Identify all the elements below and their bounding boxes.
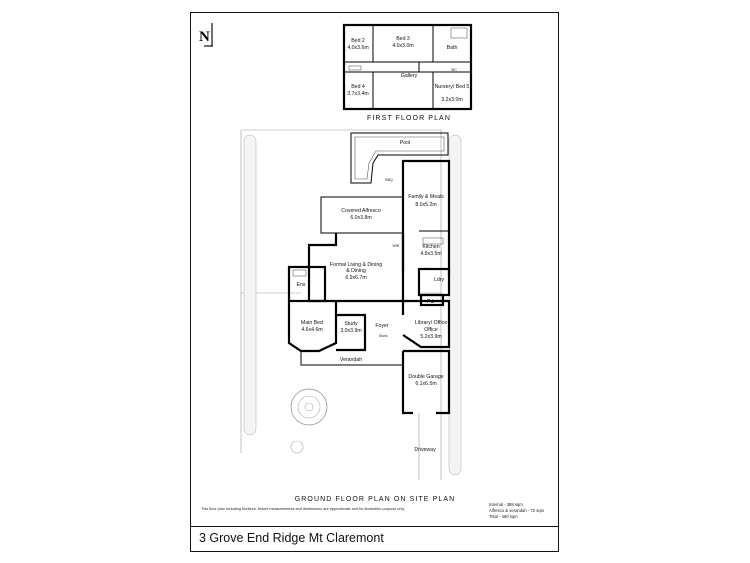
room-living-name: Formal Living & Dining	[330, 262, 382, 268]
first-floor-caption: FIRST FLOOR PLAN	[367, 115, 451, 122]
disclaimer-text: This floor plan including furniture, fix…	[201, 507, 405, 511]
first-floor-plan: Bed 2 4.0x3.6m Bed 3 4.0x3.0m Bath WC Ga…	[342, 23, 473, 122]
area-internal: Internal - 388 sqm	[489, 502, 523, 507]
label-wir: WIR	[393, 244, 400, 248]
room-main-bed-size: 4.6x4.6m	[301, 327, 322, 333]
room-alfresco-size: 6.0x3.8m	[350, 215, 371, 221]
room-study-name: Study	[344, 321, 358, 327]
room-kitchen-name: Kitchen	[422, 244, 439, 250]
room-garage-name: Double Garage	[408, 374, 443, 380]
label-bbq: BBQ	[385, 178, 393, 182]
floor-plan-sheet: N Bed 2 4.0x3.6m Bed 3 4.0x3.0m Bath WC …	[190, 12, 559, 552]
room-library-size: 5.2x3.9m	[420, 334, 441, 340]
room-library-name: Library/ Office	[415, 320, 447, 326]
room-study-size: 3.0x3.9m	[340, 328, 361, 334]
ground-floor-caption: GROUND FLOOR PLAN ON SITE PLAN	[295, 496, 456, 503]
room-ldry-name: Ldry	[434, 277, 444, 283]
room-garage-size: 6.1x6.5m	[415, 381, 436, 387]
room-ens-name: Ens	[297, 282, 306, 288]
room-family-name: Family & Meals	[408, 194, 444, 200]
room-bed2-size: 4.0x3.6m	[347, 45, 368, 51]
room-bed4-name: Bed 4	[351, 84, 365, 90]
area-alfresco: Alfresco & verandah - 72 sqm	[489, 508, 545, 513]
room-living-size: 6.9x6.7m	[345, 275, 366, 281]
area-total: Total - 460 sqm	[489, 514, 518, 519]
room-bed4-size: 3.7x3.4m	[347, 91, 368, 97]
room-nursery-size: 3.2x3.0m	[441, 97, 462, 103]
room-living-line2: & Dining	[346, 268, 366, 274]
room-driveway-name: Driveway	[414, 447, 436, 453]
compass-label: N	[199, 29, 210, 45]
room-alfresco-name: Covered Alfresco	[341, 208, 381, 214]
room-pool-name: Pool	[400, 140, 410, 146]
room-verandah-name: Verandah	[340, 357, 362, 363]
room-main-bed-name: Main Bed	[301, 320, 323, 326]
hedge-right-icon	[448, 134, 462, 476]
room-bed3-name: Bed 3	[396, 36, 410, 42]
tree-icon	[290, 388, 328, 454]
north-compass-icon: N	[199, 23, 213, 47]
room-wc-name: WC	[451, 68, 457, 72]
room-bed2-name: Bed 2	[351, 38, 365, 44]
hedge-left-icon	[243, 134, 257, 436]
room-library-line2: Office	[424, 327, 438, 333]
footer-divider	[191, 526, 558, 527]
property-address: 3 Grove End Ridge Mt Claremont	[199, 531, 384, 545]
room-kitchen-size: 4.9x3.5m	[420, 251, 441, 257]
room-family-size: 8.0x5.2m	[415, 202, 436, 208]
room-bath-name: Bath	[447, 45, 458, 51]
ground-floor-plan: Pool BBQ Family & Meals 8.0x5.2m Covered…	[201, 129, 545, 519]
room-nursery-name: Nursery/ Bed 5	[435, 84, 470, 90]
room-bed3-size: 4.0x3.0m	[392, 43, 413, 49]
room-foyer-name: Foyer	[375, 323, 389, 329]
label-shws: Shws	[379, 334, 388, 338]
floor-plan-drawing: N Bed 2 4.0x3.6m Bed 3 4.0x3.0m Bath WC …	[199, 23, 545, 519]
room-gallery-name: Gallery	[401, 73, 418, 79]
